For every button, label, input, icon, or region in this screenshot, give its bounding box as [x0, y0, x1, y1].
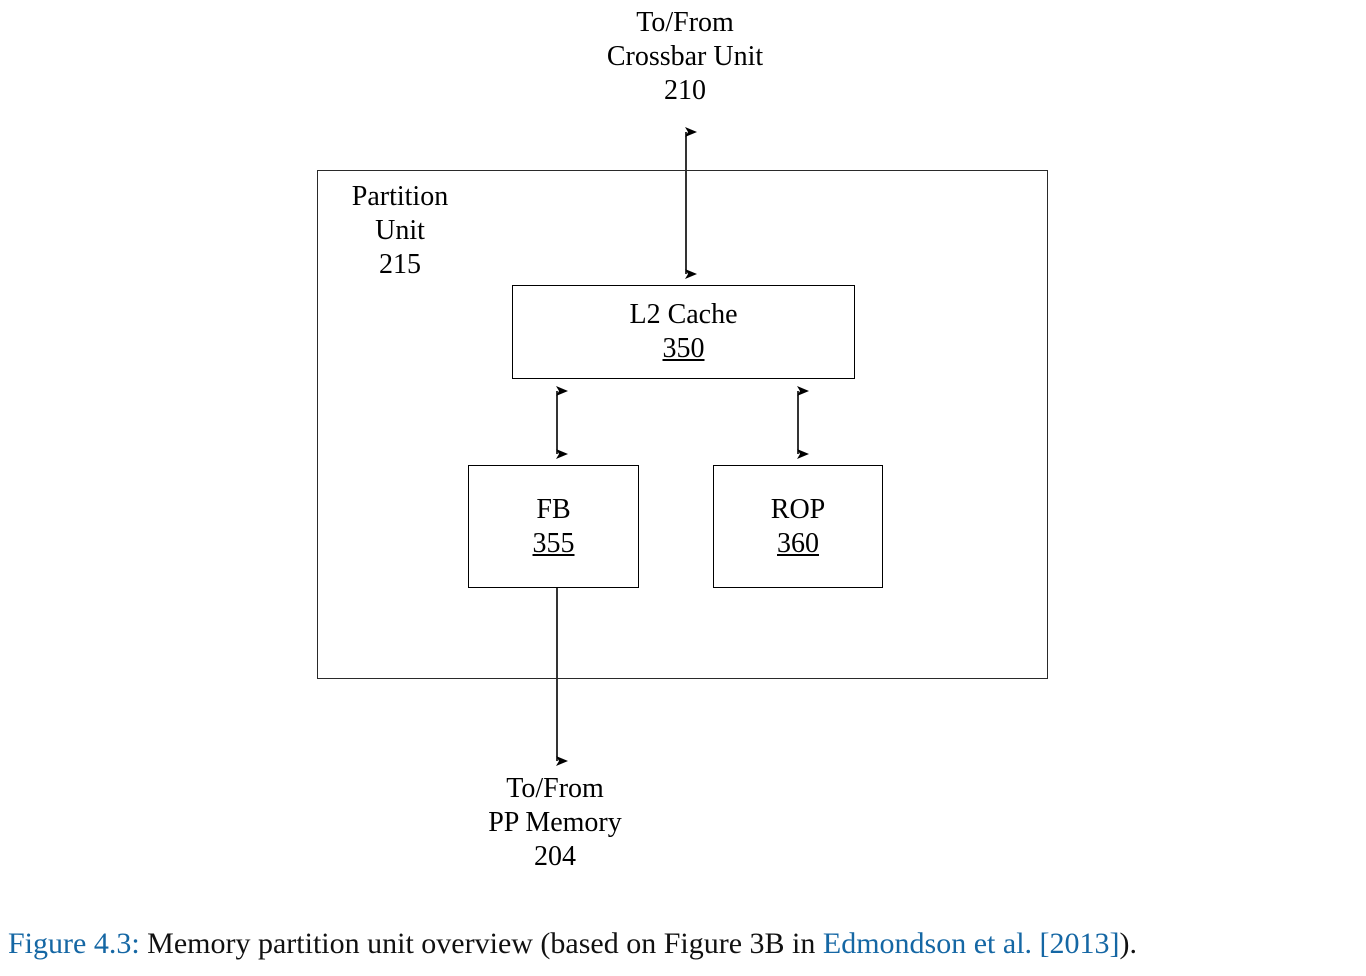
node-rop: ROP 360	[713, 465, 883, 588]
figure-caption-text-after: ).	[1119, 927, 1138, 960]
node-fb: FB 355	[468, 465, 639, 588]
node-l2-cache-title: L2 Cache	[629, 299, 738, 331]
figure-caption-citation-link[interactable]: Edmondson et al. [2013]	[822, 927, 1120, 960]
node-l2-cache: L2 Cache 350	[512, 285, 855, 379]
partition-unit-boundary	[317, 170, 1048, 679]
figure-diagram: Partition Unit 215 To/From Crossbar Unit…	[317, 7, 1048, 873]
node-fb-title: FB	[536, 493, 571, 525]
figure-caption-label[interactable]: Figure 4.3:	[8, 927, 140, 960]
figure-caption: Figure 4.3: Memory partition unit overvi…	[8, 925, 1358, 963]
figure-caption-text-before: Memory partition unit overview (based on…	[139, 927, 823, 960]
node-rop-title: ROP	[770, 493, 826, 525]
node-l2-cache-ref: 350	[662, 333, 705, 364]
pp-memory-label: To/From PP Memory 204	[488, 773, 622, 873]
node-fb-ref: 355	[532, 527, 575, 559]
partition-unit-label: Partition Unit 215	[351, 181, 449, 281]
node-rop-ref: 360	[777, 527, 819, 559]
connector-layer	[556, 127, 809, 766]
crossbar-unit-label: To/From Crossbar Unit 210	[606, 7, 764, 107]
